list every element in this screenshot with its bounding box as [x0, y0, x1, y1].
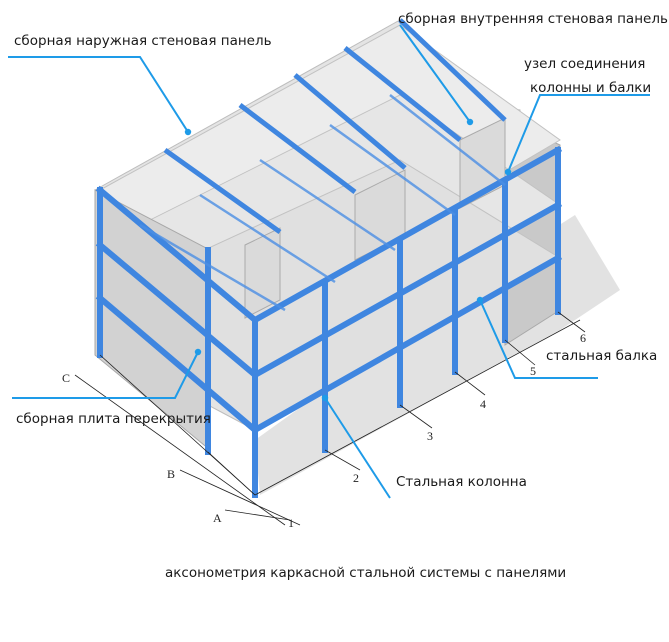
- label-steel-beam: стальная балка: [546, 348, 657, 364]
- steel-beam-front-1: [250, 253, 563, 435]
- steel-beam-left-1: [95, 293, 260, 435]
- label-joint-line1: узел соединения: [524, 56, 645, 72]
- label-floor-slab: сборная плита перекрытия: [16, 411, 211, 427]
- axis-label-b: B: [167, 467, 175, 481]
- axis-label-a: A: [213, 511, 222, 525]
- leader-lines: [8, 24, 650, 499]
- leader-steel-beam: [479, 299, 598, 379]
- diagram-caption: аксонометрия каркасной стальной системы …: [165, 565, 566, 581]
- label-outer-panel: сборная наружная стеновая панель: [14, 33, 272, 49]
- steel-beam-front-2: [250, 200, 563, 380]
- leader-outer-panel: [8, 56, 189, 133]
- partition-panel-1: [244, 227, 281, 319]
- label-joint-line2: колонны и балки: [530, 80, 651, 96]
- axis-label-c: C: [62, 371, 70, 385]
- axis-label-3: 3: [427, 429, 433, 443]
- axis-label-2: 2: [353, 471, 359, 485]
- axis-label-5: 5: [530, 364, 536, 378]
- axis-grid: [74, 311, 586, 526]
- axis-label-4: 4: [480, 397, 486, 411]
- leader-joint: [507, 94, 650, 173]
- leader-dots: [184, 118, 512, 402]
- leader-inner-panel: [399, 24, 471, 123]
- label-steel-column: Стальная колонна: [396, 474, 527, 490]
- roof-transverse-beams: [163, 18, 507, 235]
- axis-label-1: 1: [288, 516, 294, 530]
- leader-steel-column: [324, 397, 391, 499]
- steel-frame: [95, 145, 563, 498]
- leader-floor-slab: [12, 351, 199, 399]
- slab-beam-stripes: [139, 94, 506, 312]
- label-inner-panel: сборная внутренняя стеновая панель: [398, 11, 668, 27]
- axis-label-6: 6: [580, 331, 586, 345]
- steel-beam-left-roof: [95, 185, 260, 325]
- steel-beam-front-roof: [250, 145, 563, 325]
- steel-beam-left-2: [95, 240, 260, 380]
